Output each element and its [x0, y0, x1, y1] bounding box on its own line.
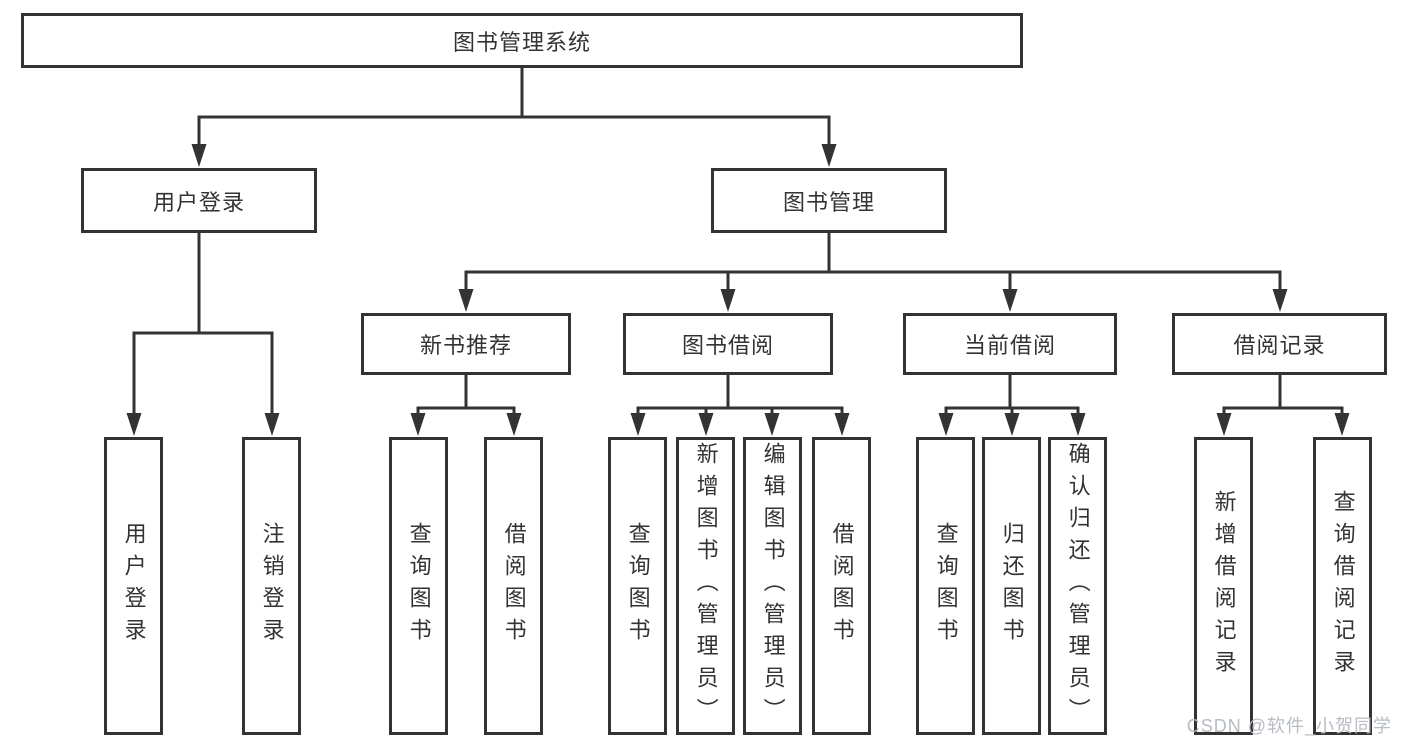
leaf-label: 归还图书 — [999, 522, 1025, 650]
leaf-current-confirm-return-admin: 确认归还（管理员） — [1048, 437, 1107, 735]
leaf-label: 编辑图书（管理员） — [760, 442, 786, 730]
leaf-borrowing-query-books: 查询图书 — [608, 437, 667, 735]
leaf-records-add-borrow-record: 新增借阅记录 — [1194, 437, 1253, 735]
leaf-recommend-borrow-books: 借阅图书 — [484, 437, 543, 735]
leaf-label: 确认归还（管理员） — [1065, 442, 1091, 730]
leaf-borrowing-edit-books-admin: 编辑图书（管理员） — [743, 437, 802, 735]
node-current-borrowing: 当前借阅 — [903, 313, 1117, 375]
leaf-label: 借阅图书 — [501, 522, 527, 650]
leaf-records-query-borrow-record: 查询借阅记录 — [1313, 437, 1372, 735]
node-label: 图书管理系统 — [452, 29, 591, 55]
node-new-book-recommend: 新书推荐 — [361, 313, 571, 375]
node-book-management: 图书管理 — [711, 168, 947, 233]
leaf-borrowing-borrow-books: 借阅图书 — [812, 437, 871, 735]
leaf-label: 查询图书 — [406, 522, 432, 650]
leaf-label: 查询图书 — [933, 522, 959, 650]
leaf-borrowing-add-books-admin: 新增图书（管理员） — [676, 437, 735, 735]
node-label: 图书借阅 — [681, 333, 774, 358]
leaf-logout: 注销登录 — [242, 437, 301, 735]
leaf-user-login: 用户登录 — [104, 437, 163, 735]
node-label: 用户登录 — [152, 189, 245, 215]
csdn-watermark: CSDN @软件_小贺同学 — [1186, 716, 1392, 736]
node-label: 新书推荐 — [419, 333, 512, 358]
leaf-label: 注销登录 — [259, 522, 285, 650]
leaf-label: 新增图书（管理员） — [693, 442, 719, 730]
node-label: 图书管理 — [782, 189, 875, 215]
node-user-login: 用户登录 — [81, 168, 317, 233]
leaf-label: 查询图书 — [625, 522, 651, 650]
leaf-current-query-books: 查询图书 — [916, 437, 975, 735]
node-library-management-system: 图书管理系统 — [21, 13, 1023, 68]
leaf-label: 用户登录 — [121, 522, 147, 650]
leaf-label: 新增借阅记录 — [1211, 490, 1237, 682]
leaf-label: 借阅图书 — [829, 522, 855, 650]
leaf-current-return-books: 归还图书 — [982, 437, 1041, 735]
node-book-borrowing: 图书借阅 — [623, 313, 833, 375]
node-label: 借阅记录 — [1233, 333, 1326, 358]
leaf-recommend-query-books: 查询图书 — [389, 437, 448, 735]
leaf-label: 查询借阅记录 — [1330, 490, 1356, 682]
node-borrowing-records: 借阅记录 — [1172, 313, 1387, 375]
node-label: 当前借阅 — [963, 333, 1056, 358]
